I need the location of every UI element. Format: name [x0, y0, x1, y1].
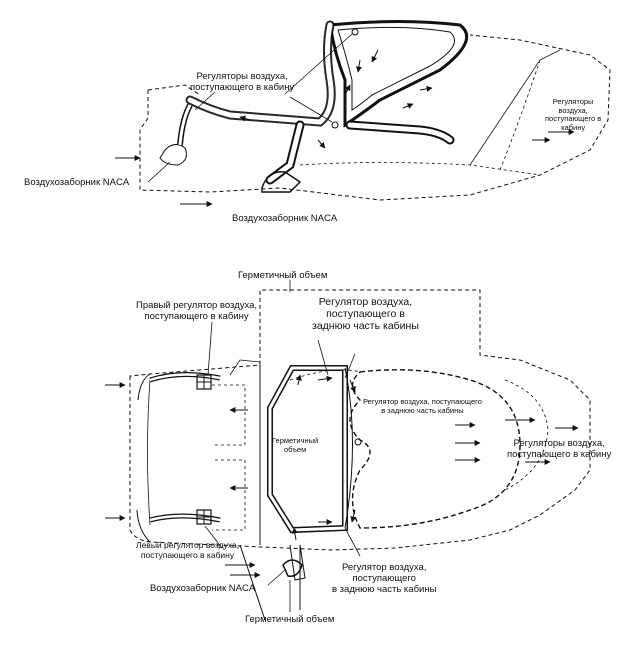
- label-sealed-volume-center: Герметичный объем: [272, 436, 319, 454]
- label-line: поступающего в кабину: [507, 449, 612, 460]
- label-line: в заднюю часть кабины: [381, 405, 464, 415]
- label-line: поступающего в: [545, 114, 602, 123]
- label-line: поступающего в кабину: [190, 82, 295, 93]
- canopy-frame: [328, 20, 469, 128]
- label-naca-side-left: Воздухозаборник NACA: [24, 177, 130, 188]
- label-line: Регуляторы воздуха,: [513, 438, 605, 449]
- label-right-regulator: Правый регулятор воздуха, поступающего в…: [136, 300, 257, 322]
- label-rear-regulator-small: Регулятор воздуха, поступающего в заднюю…: [363, 397, 482, 415]
- label-line: Регуляторы: [552, 97, 594, 106]
- label-line: поступающего в: [326, 308, 405, 320]
- label-line: поступающего в кабину: [140, 550, 235, 560]
- label-regulators-side-right: Регуляторы воздуха, поступающего в кабин…: [545, 97, 602, 132]
- label-line: заднюю часть кабины: [312, 320, 419, 332]
- label-regulators-side: Регуляторы воздуха, поступающего в кабин…: [190, 71, 294, 93]
- label-line: Регуляторы воздуха,: [196, 71, 288, 82]
- label-line: Регулятор воздуха, поступающего: [363, 397, 482, 406]
- label-line: в заднюю часть кабины: [332, 584, 437, 595]
- label-line: поступающего в кабину: [144, 311, 249, 322]
- label-line: Правый регулятор воздуха,: [136, 300, 258, 311]
- label-line: поступающего: [352, 573, 416, 584]
- label-naca-side-bottom: Воздухозаборник NACA: [232, 213, 338, 224]
- label-line: воздуха,: [558, 105, 588, 115]
- label-line: Регулятор воздуха,: [341, 562, 427, 573]
- label-rear-regulator-top: Регулятор воздуха, поступающего в заднюю…: [312, 296, 419, 332]
- label-regulators-plan-right: Регуляторы воздуха, поступающего в кабин…: [507, 438, 611, 460]
- side-view: [115, 20, 611, 207]
- label-line: кабину: [561, 122, 586, 132]
- label-line: Герметичный: [272, 436, 319, 445]
- label-naca-plan: Воздухозаборник NACA: [150, 583, 256, 594]
- label-line: объем: [284, 444, 307, 454]
- plan-view: [105, 280, 591, 621]
- label-left-regulator: Левый регулятор воздуха, поступающего в …: [136, 540, 239, 560]
- label-rear-regulator-bottom: Регулятор воздуха, поступающего в заднюю…: [332, 562, 436, 595]
- label-line: Левый регулятор воздуха,: [136, 540, 240, 550]
- label-line: Регулятор воздуха,: [318, 296, 413, 308]
- label-sealed-volume-bottom: Герметичный объем: [245, 614, 335, 625]
- label-sealed-volume-top: Герметичный объем: [238, 270, 328, 281]
